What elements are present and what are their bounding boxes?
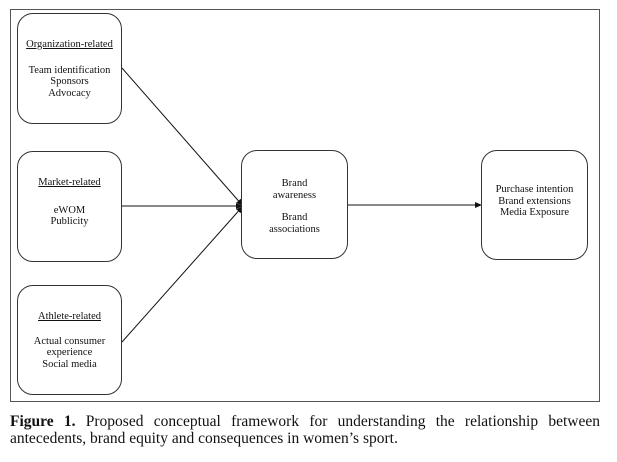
organization-related-box: Organization-related Team identification…: [17, 13, 122, 124]
athlete-item: experience: [46, 347, 93, 358]
organization-item: Advocacy: [48, 87, 91, 99]
consequence-item: Brand extensions: [498, 195, 571, 207]
market-item: eWOM: [53, 204, 86, 216]
organization-item: Team identification: [28, 64, 111, 76]
athlete-item: Actual consumer: [33, 335, 106, 347]
organization-related-heading: Organization-related: [26, 39, 113, 50]
figure-caption: Figure 1. Proposed conceptual framework …: [10, 413, 600, 447]
consequences-box: Purchase intention Brand extensions Medi…: [481, 150, 588, 260]
figure-frame: [10, 9, 600, 402]
brand-equity-line: Brand: [281, 178, 308, 189]
athlete-related-heading: Athlete-related: [38, 311, 101, 322]
brand-equity-line: Brand: [281, 212, 308, 223]
brand-equity-line: associations: [269, 223, 320, 235]
organization-item: Sponsors: [50, 76, 89, 87]
figure-label: Figure 1.: [10, 413, 76, 430]
market-item: Publicity: [50, 216, 89, 227]
market-related-box: Market-related eWOM Publicity: [17, 151, 122, 262]
consequence-item: Purchase intention: [495, 184, 574, 195]
brand-equity-box: Brand awareness Brand associations: [241, 150, 348, 259]
consequence-item: Media Exposure: [499, 207, 570, 218]
market-related-heading: Market-related: [38, 177, 101, 188]
athlete-item: Social media: [42, 358, 97, 370]
caption-text: Proposed conceptual framework for unders…: [10, 413, 601, 447]
athlete-related-box: Athlete-related Actual consumer experien…: [17, 285, 122, 395]
brand-equity-line: awareness: [272, 189, 317, 201]
